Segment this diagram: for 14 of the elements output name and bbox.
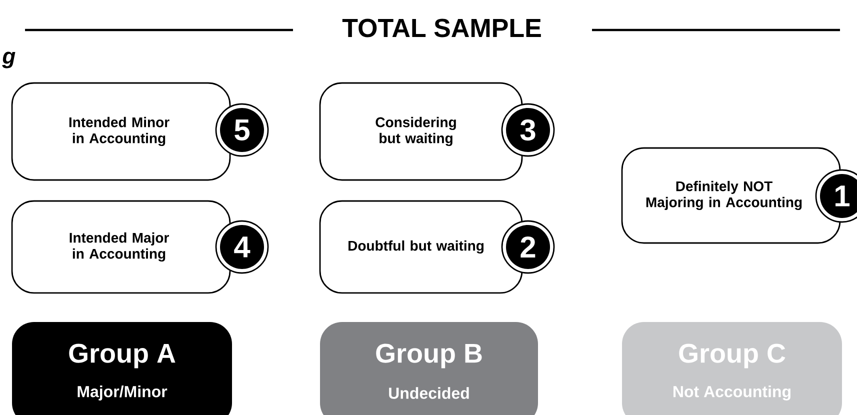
group-box: Group A Major/Minor	[12, 322, 232, 415]
stage-box: Intended Major in Accounting 4	[11, 200, 269, 294]
group-box: Group B Undecided	[320, 322, 538, 415]
stage-box: Definitely NOT Majoring in Accounting 1	[621, 147, 857, 244]
stage-box: Intended Minor in Accounting 5	[11, 82, 269, 181]
node-label: 5	[234, 120, 250, 140]
title: TOTAL SAMPLE	[342, 18, 541, 38]
group-box: Group C Not Accounting	[622, 322, 842, 415]
label: g	[2, 52, 16, 68]
stage-box: Considering but waiting 3	[319, 82, 555, 181]
node-label: 3	[520, 119, 536, 141]
node-label: 4	[234, 236, 250, 258]
node-label: 2	[520, 236, 536, 258]
stage-box: Doubtful but waiting 2	[319, 200, 555, 294]
